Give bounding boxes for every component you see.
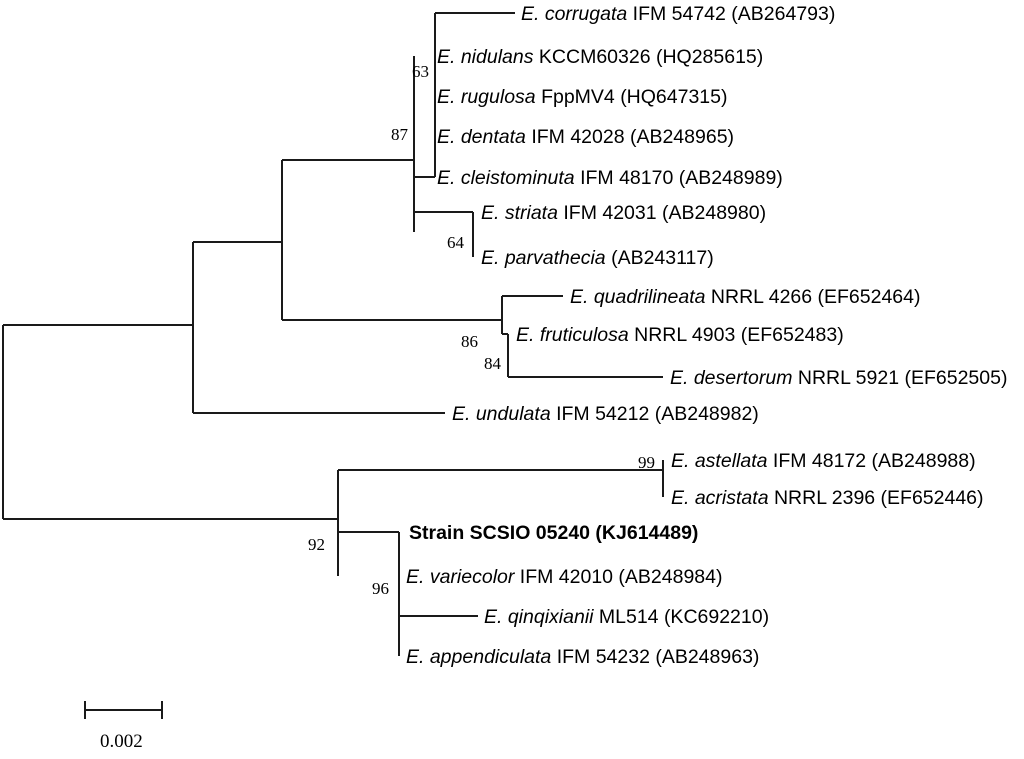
strain-accession-desertorum: NRRL 5921 (EF652505) — [792, 367, 1008, 389]
taxon-label-astellata: E. astellata IFM 48172 (AB248988) — [671, 450, 976, 472]
species-name-acristata: E. acristata — [671, 487, 769, 509]
species-name-striata: E. striata — [481, 202, 558, 224]
taxon-label-undulata: E. undulata IFM 54212 (AB248982) — [452, 403, 759, 425]
strain-accession-quadrilineata: NRRL 4266 (EF652464) — [705, 286, 921, 308]
species-name-cleistominuta: E. cleistominuta — [437, 167, 575, 189]
species-name-undulata: E. undulata — [452, 403, 551, 425]
species-name-variecolor: E. variecolor — [406, 566, 515, 588]
species-name-parvathecia: E. parvathecia — [481, 247, 606, 269]
taxon-label-striata: E. striata IFM 42031 (AB248980) — [481, 202, 767, 224]
bootstrap-node-99: 99 — [638, 453, 655, 472]
taxon-label-parvathecia: E. parvathecia (AB243117) — [481, 247, 714, 269]
taxon-label-corrugata: E. corrugata IFM 54742 (AB264793) — [521, 3, 836, 25]
strain-accession-astellata: IFM 48172 (AB248988) — [767, 450, 976, 472]
strain-accession-variecolor: IFM 42010 (AB248984) — [514, 566, 723, 588]
strain-accession-parvathecia: (AB243117) — [605, 247, 714, 269]
strain-accession-scsio: 05240 (KJ614489) — [530, 522, 699, 544]
strain-accession-corrugata: IFM 54742 (AB264793) — [627, 3, 836, 25]
strain-accession-striata: IFM 42031 (AB248980) — [557, 202, 767, 224]
taxon-label-acristata: E. acristata NRRL 2396 (EF652446) — [671, 487, 984, 509]
bootstrap-node-63: 63 — [412, 62, 429, 81]
species-name-rugulosa: E. rugulosa — [437, 86, 536, 108]
strain-accession-nidulans: KCCM60326 (HQ285615) — [533, 46, 764, 68]
species-name-nidulans: E. nidulans — [437, 46, 534, 68]
species-name-scsio: Strain SCSIO — [409, 522, 531, 544]
strain-accession-qinqixianii: ML514 (KC692210) — [593, 606, 770, 628]
bootstrap-node-84: 84 — [484, 354, 501, 373]
taxon-label-desertorum: E. desertorum NRRL 5921 (EF652505) — [670, 367, 1008, 389]
species-name-corrugata: E. corrugata — [521, 3, 628, 25]
strain-accession-rugulosa: FppMV4 (HQ647315) — [535, 86, 728, 108]
taxon-label-appendiculata: E. appendiculata IFM 54232 (AB248963) — [406, 646, 760, 668]
strain-accession-appendiculata: IFM 54232 (AB248963) — [551, 646, 760, 668]
species-name-quadrilineata: E. quadrilineata — [570, 286, 706, 308]
taxon-label-dentata: E. dentata IFM 42028 (AB248965) — [437, 126, 735, 148]
strain-accession-cleistominuta: IFM 48170 (AB248989) — [574, 167, 783, 189]
taxon-label-fruticulosa: E. fruticulosa NRRL 4903 (EF652483) — [516, 324, 844, 346]
taxon-label-variecolor: E. variecolor IFM 42010 (AB248984) — [406, 566, 723, 588]
strain-accession-dentata: IFM 42028 (AB248965) — [525, 126, 735, 148]
bootstrap-node-64: 64 — [447, 233, 464, 252]
bootstrap-node-86: 86 — [461, 332, 478, 351]
strain-accession-fruticulosa: NRRL 4903 (EF652483) — [628, 324, 844, 346]
taxon-label-cleistominuta: E. cleistominuta IFM 48170 (AB248989) — [437, 167, 783, 189]
scale-bar-label: 0.002 — [100, 731, 143, 752]
taxon-label-rugulosa: E. rugulosa FppMV4 (HQ647315) — [437, 86, 728, 108]
species-name-qinqixianii: E. qinqixianii — [484, 606, 594, 628]
bootstrap-node-87: 87 — [391, 125, 408, 144]
species-name-fruticulosa: E. fruticulosa — [516, 324, 629, 346]
taxon-label-scsio: Strain SCSIO 05240 (KJ614489) — [409, 522, 699, 544]
strain-accession-undulata: IFM 54212 (AB248982) — [550, 403, 759, 425]
strain-accession-acristata: NRRL 2396 (EF652446) — [768, 487, 984, 509]
taxon-label-nidulans: E. nidulans KCCM60326 (HQ285615) — [437, 46, 764, 68]
species-name-dentata: E. dentata — [437, 126, 526, 148]
species-name-astellata: E. astellata — [671, 450, 768, 472]
species-name-desertorum: E. desertorum — [670, 367, 793, 389]
taxon-label-quadrilineata: E. quadrilineata NRRL 4266 (EF652464) — [570, 286, 921, 308]
bootstrap-node-92: 92 — [308, 535, 325, 554]
species-name-appendiculata: E. appendiculata — [406, 646, 552, 668]
bootstrap-node-96: 96 — [372, 579, 389, 598]
taxon-label-qinqixianii: E. qinqixianii ML514 (KC692210) — [484, 606, 770, 628]
